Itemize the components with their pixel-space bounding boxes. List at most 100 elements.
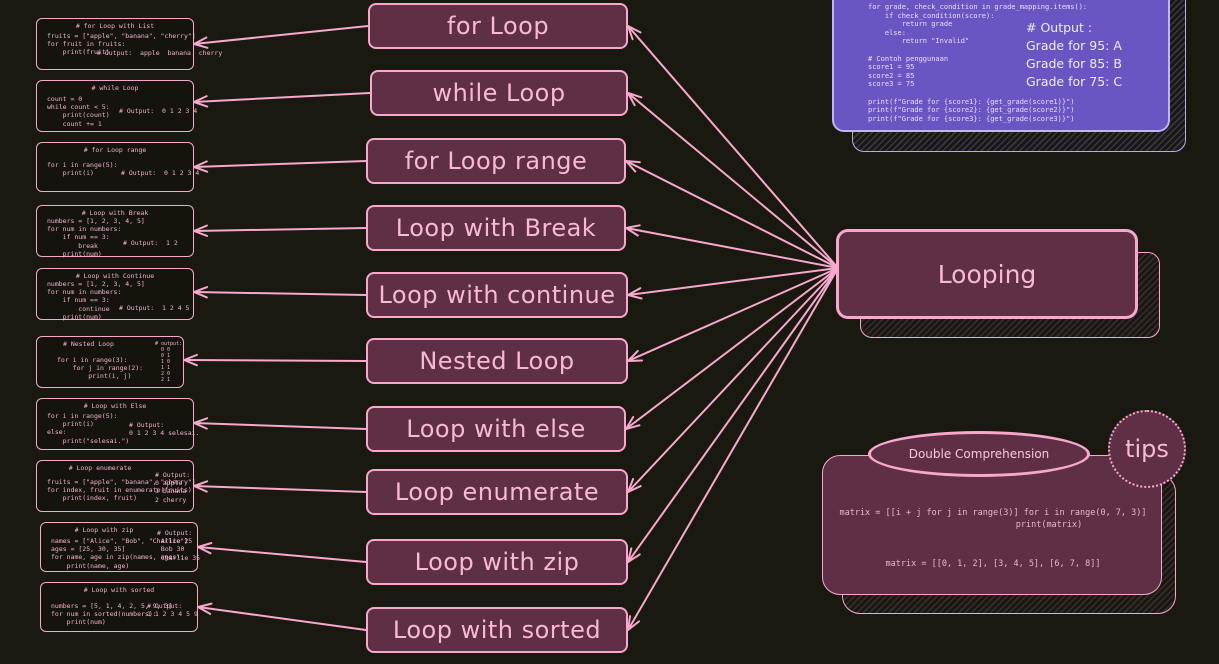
card-arrow (197, 546, 367, 563)
code-card-code: for i in range(5): print(i) (47, 161, 118, 178)
code-card-for: # for Loop with List fruits = ["apple", … (36, 18, 222, 70)
tips-badge: tips (1108, 410, 1186, 488)
card-arrow-head (193, 291, 208, 299)
code-card-code: fruits = ["apple", "banana", "cherry"] f… (47, 478, 196, 503)
card-arrow (193, 160, 367, 168)
hub-arrow-head (627, 615, 632, 631)
card-arrow-head (193, 480, 209, 487)
card-arrow (183, 359, 367, 362)
hub-arrow-head (627, 25, 634, 41)
code-card-output: # output: 0 0 0 1 1 0 1 1 2 0 2 1 (155, 341, 183, 383)
hub-arrow-head (625, 424, 641, 430)
hub-arrow (627, 92, 839, 269)
hub-arrow-head (627, 477, 635, 493)
hub-arrow-head (625, 416, 635, 430)
code-card-code: for i in range(3): for j in range(2): pr… (57, 356, 144, 381)
code-card-code: count = 0 while count < 5: print(count) … (47, 95, 110, 128)
code-card-title: # for Loop with List (75, 22, 155, 30)
hub-arrow-head (627, 485, 642, 493)
card-arrow (193, 485, 367, 493)
card-arrow (197, 606, 367, 631)
code-card-code: names = ["Alice", "Bob", "Charlie"] ages… (51, 537, 188, 570)
hub-arrow-head (627, 553, 641, 563)
code-card-zip: # Loop with zip names = ["Alice", "Bob",… (40, 522, 201, 572)
hub-arrow (625, 267, 839, 430)
looping-node[interactable]: Looping (836, 229, 1138, 319)
hub-arrow (627, 267, 839, 493)
loop-node-else[interactable]: Loop with else (366, 406, 626, 452)
loop-node-for-range[interactable]: for Loop range (366, 138, 626, 184)
tips-code-line-1: matrix = [[i + j for j in range(3)] for … (839, 508, 1147, 518)
code-card-output: # Output: 0 1 2 3 4 (119, 107, 198, 115)
code-card-output: # Output: 0 1 2 3 4 selesai. (129, 421, 200, 438)
code-card-output: # Output: 1 2 4 5 (119, 304, 190, 312)
hub-arrow-head (627, 349, 639, 362)
code-card-title: # Loop enumerate (68, 464, 132, 472)
code-card-output: # Output: 1 2 (123, 239, 178, 247)
code-card-title: # Loop with Break (81, 209, 149, 217)
code-card-break: # Loop with Break numbers = [1, 2, 3, 4,… (36, 205, 194, 258)
code-card-code: for i in range(5): print(i) else: print(… (47, 412, 130, 445)
hub-arrow-head (627, 620, 641, 631)
card-arrow-head (193, 224, 208, 232)
hub-arrow (627, 267, 839, 631)
code-card-title: # Loop with Else (83, 402, 147, 410)
code-card-output: # Output: apple banana cherry (97, 49, 223, 57)
code-card-output: # Output: 0 apple 1 banana 2 cherry (155, 471, 191, 504)
loop-node-sorted[interactable]: Loop with sorted (366, 607, 628, 653)
code-card-for-range: # for Loop range for i in range(5): prin… (36, 142, 199, 192)
hub-arrow-head (627, 287, 642, 296)
code-card-code: numbers = [1, 2, 3, 4, 5] for num in num… (47, 280, 145, 321)
loop-node-nested[interactable]: Nested Loop (366, 338, 628, 384)
loop-node-break[interactable]: Loop with Break (366, 205, 626, 251)
hub-arrow-head (627, 359, 643, 362)
loop-node-enumerate[interactable]: Loop enumerate (366, 469, 628, 515)
hub-arrow-head (627, 25, 642, 34)
code-card-output: # Output: 1 1 2 3 4 5 9 (147, 602, 198, 619)
hub-arrow (627, 25, 839, 269)
card-arrow-head (193, 95, 208, 103)
card-arrow-head (197, 606, 212, 615)
card-arrow (193, 422, 367, 430)
hub-arrow (627, 267, 839, 563)
card-arrow-head (193, 101, 209, 108)
hub-arrow (627, 267, 839, 362)
card-arrow (193, 25, 369, 45)
loop-node-while[interactable]: while Loop (370, 70, 628, 116)
hub-arrow (627, 267, 839, 296)
code-card-output: # Output: 0 1 2 3 4 (121, 169, 200, 177)
code-card-title: # Loop with zip (74, 526, 134, 534)
hub-arrow (625, 227, 839, 269)
hub-arrow-head (627, 547, 633, 563)
hub-arrow-head (625, 224, 641, 229)
code-card-title: # while Loop (91, 84, 139, 92)
card-arrow-head (193, 43, 209, 49)
card-arrow (193, 227, 367, 232)
code-card-title: # Loop with Continue (75, 272, 155, 280)
card-arrow-head (193, 230, 209, 237)
tips-code-line-3: matrix = [[0, 1, 2], [3, 4, 5], [6, 7, 8… (885, 559, 1101, 569)
card-arrow (193, 92, 371, 103)
code-card-else: # Loop with Else for i in range(5): prin… (36, 398, 199, 450)
hub-arrow-head (625, 227, 639, 237)
tips-card: matrix = [[i + j for j in range(3)] for … (822, 455, 1162, 595)
loop-node-zip[interactable]: Loop with zip (366, 539, 628, 585)
card-arrow-head (193, 286, 209, 293)
code-card-code: fruits = ["apple", "banana", "cherry"] f… (47, 32, 196, 57)
code-card-output: # Output: Alice 25 Bob 30 Charlie 35 (157, 529, 201, 562)
double-comprehension-title[interactable]: Double Comprehension (868, 431, 1090, 477)
loop-node-for[interactable]: for Loop (368, 3, 628, 49)
hub-arrow-head (625, 160, 637, 173)
card-arrow (193, 291, 367, 296)
card-arrow-head (183, 359, 198, 367)
card-arrow-head (197, 602, 213, 608)
code-card-enumerate: # Loop enumerate fruits = ["apple", "ban… (36, 460, 196, 512)
code-card-title: # for Loop range (83, 146, 147, 154)
grade-code-card: for grade, check_condition in grade_mapp… (832, 0, 1170, 132)
loop-node-continue[interactable]: Loop with continue (366, 272, 628, 318)
card-arrow-head (183, 353, 199, 361)
code-card-title: # Nested Loop (63, 340, 114, 348)
hub-arrow-head (627, 294, 643, 300)
grade-output: # Output : Grade for 95: A Grade for 85:… (1026, 20, 1123, 89)
card-arrow-head (193, 36, 208, 45)
